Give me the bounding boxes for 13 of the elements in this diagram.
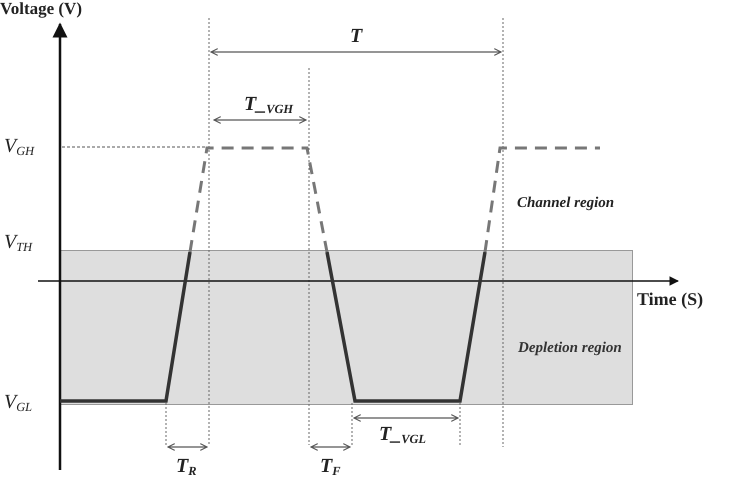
duration-label: T_$_{VGL}$	[379, 424, 426, 446]
voltage-level-label: V$_{GL}$	[4, 392, 32, 414]
voltage-level-label: V$_{TH}$	[4, 232, 32, 254]
duration-label: T_$_{VGH}$	[244, 94, 294, 116]
voltage-level-label: V$_{GH}$	[4, 136, 34, 158]
period-label: T	[350, 26, 362, 46]
depletion-band	[60, 250, 633, 405]
duration-label: T$_{F}$	[320, 456, 340, 478]
axis-title: Voltage (V)	[0, 0, 82, 17]
region-label: Depletion region	[518, 341, 622, 356]
duration-label: T$_{R}$	[176, 456, 196, 478]
axis-title: Time (S)	[637, 290, 704, 308]
region-label: Channel region	[517, 196, 614, 211]
